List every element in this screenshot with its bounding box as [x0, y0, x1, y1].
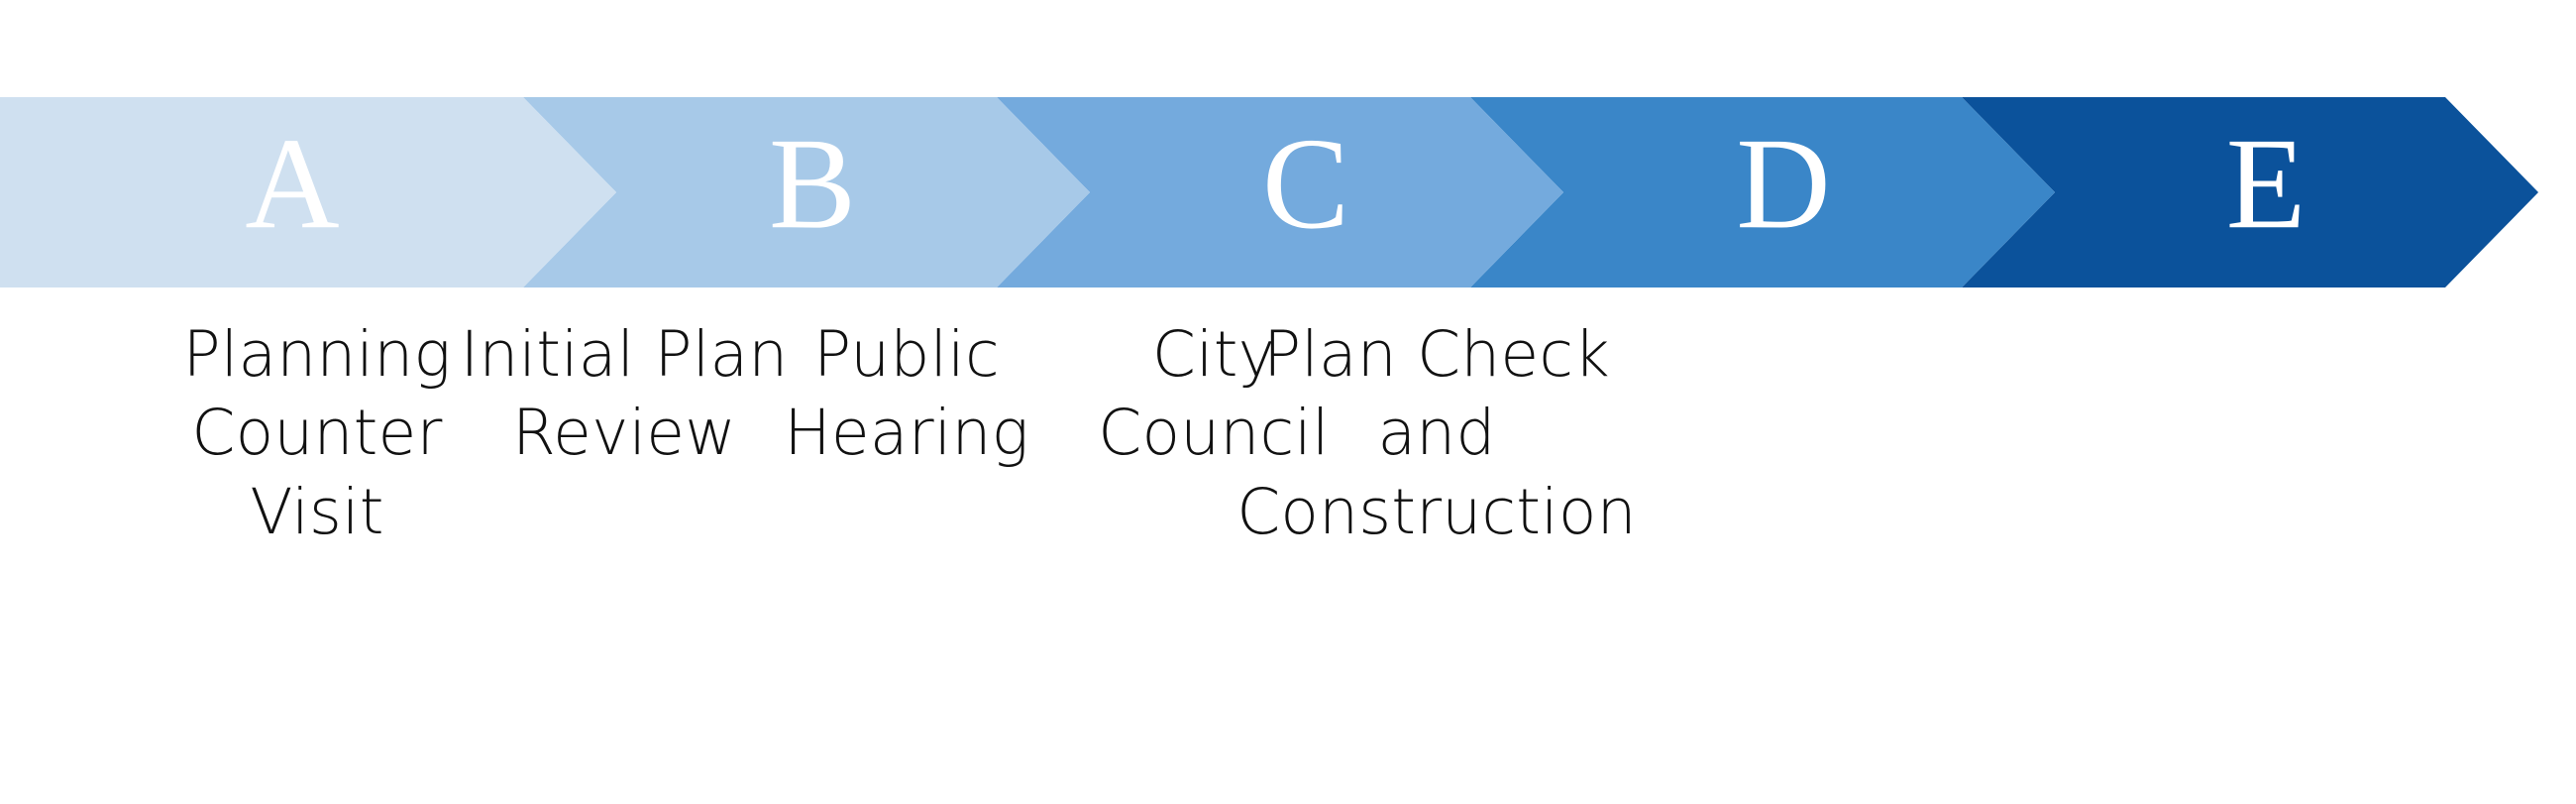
step-label-c: Public Hearing — [784, 318, 1029, 470]
step-letter-c: C — [1262, 110, 1349, 256]
step-letter-e: E — [2226, 110, 2307, 256]
chevron-step-e[interactable] — [1962, 97, 2538, 287]
step-letter-d: D — [1736, 110, 1830, 256]
step-label-a: Planning Counter Visit — [182, 318, 452, 548]
step-label-e: Plan Check and Construction — [1236, 318, 1637, 548]
chevron-step-b[interactable] — [523, 97, 1090, 287]
step-label-d: City Council — [1098, 318, 1330, 470]
step-labels-row: Planning Counter Visit Initial Plan Revi… — [0, 315, 2576, 652]
chevron-step-c[interactable] — [997, 97, 1563, 287]
step-label-b: Initial Plan Review — [460, 318, 789, 470]
step-letter-a: A — [245, 110, 339, 256]
chevron-step-d[interactable] — [1470, 97, 2055, 287]
chevron-step-a[interactable] — [0, 97, 616, 287]
chevron-band: A B C D E — [0, 97, 2576, 287]
step-letter-b: B — [769, 110, 856, 256]
